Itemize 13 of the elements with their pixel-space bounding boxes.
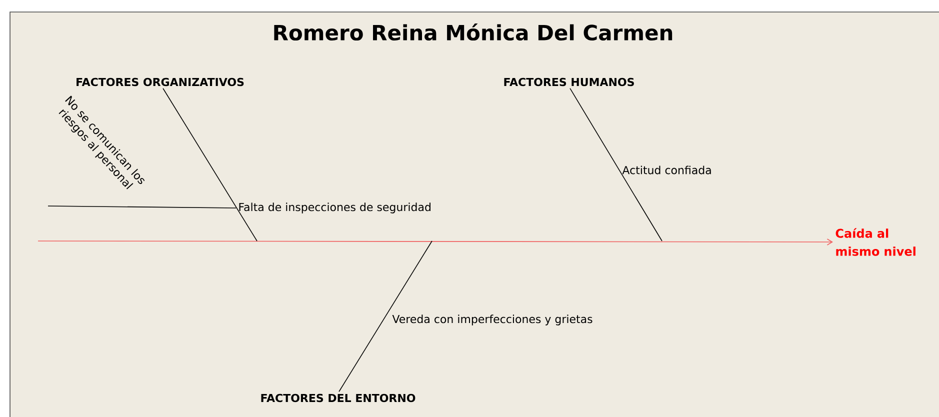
category-label: FACTORES DEL ENTORNO (261, 394, 416, 402)
effect-label: Caída al mismo nivel (836, 228, 916, 256)
bone-line (162, 88, 258, 242)
cause-label: Actitud confiada (622, 166, 711, 174)
title: Romero Reina Mónica Del Carmen (274, 23, 672, 41)
bone-line (338, 240, 432, 392)
bone-line (48, 206, 236, 208)
spine-arrow (38, 238, 833, 246)
cause-label: Falta de inspecciones de seguridad (239, 202, 430, 214)
cause-label: Vereda con imperfecciones y grietas (392, 314, 592, 326)
category-label: FACTORES ORGANIZATIVOS (76, 78, 244, 86)
category-label: FACTORES HUMANOS (504, 78, 634, 86)
bone-line (570, 88, 662, 242)
